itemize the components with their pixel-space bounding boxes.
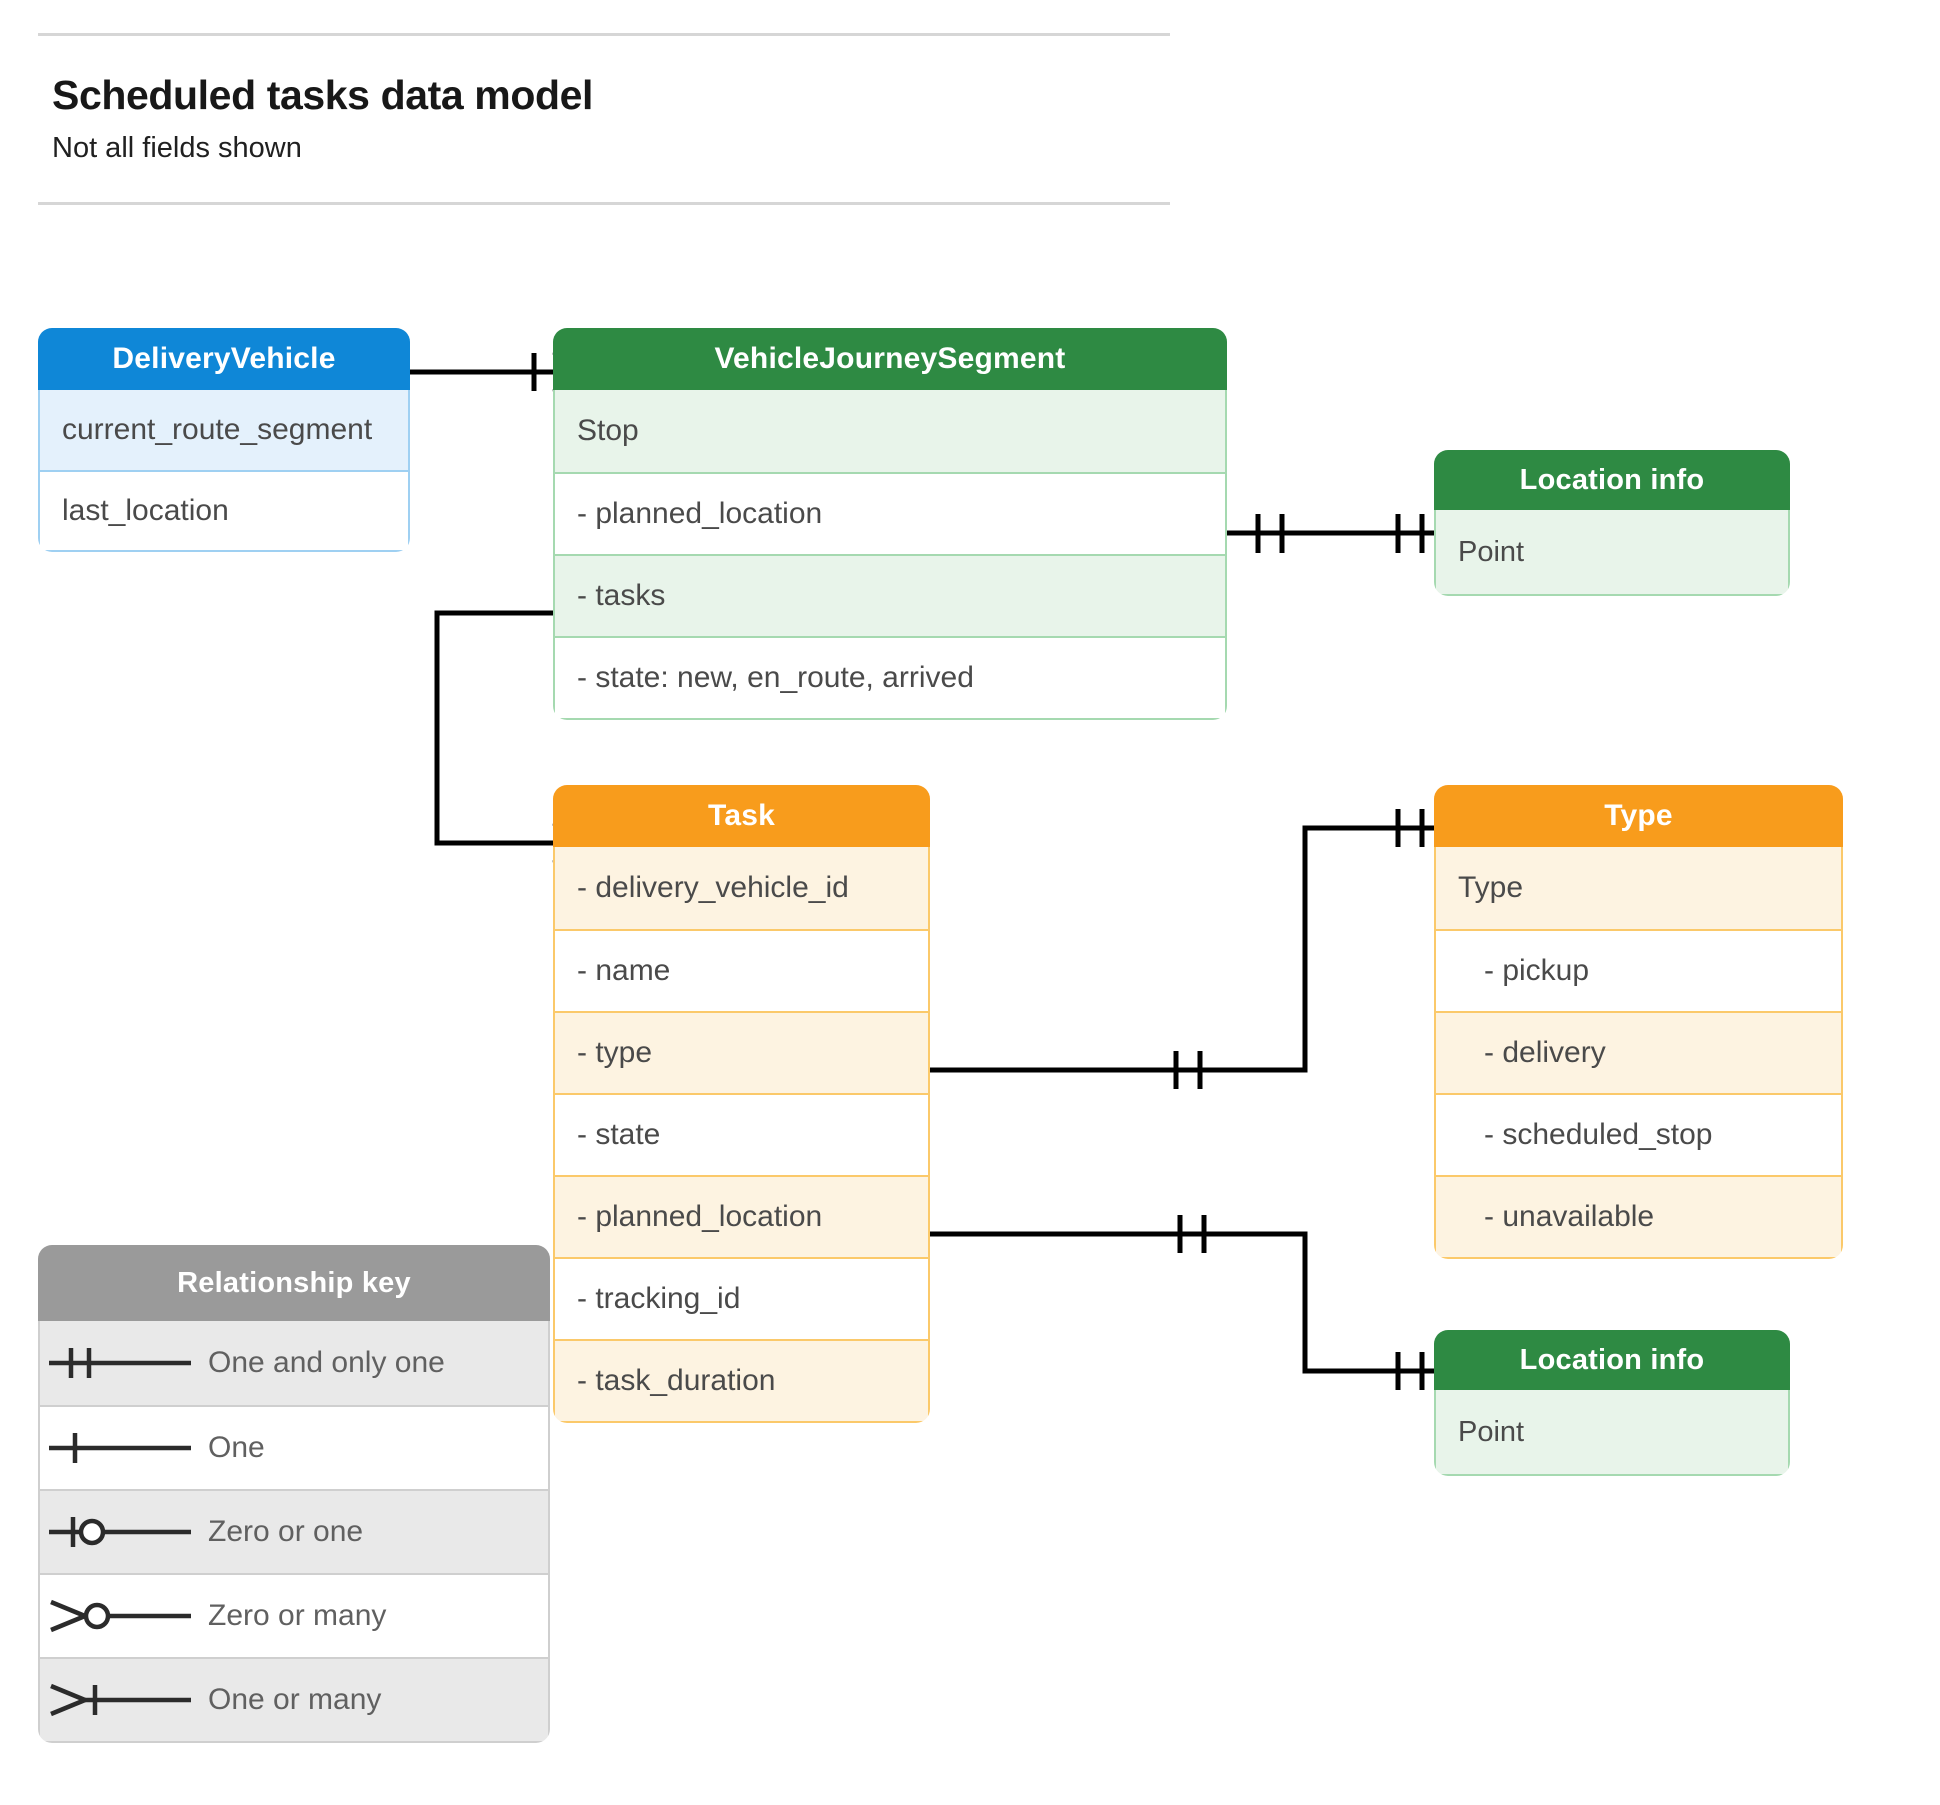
entity-row[interactable]: Type [1436, 847, 1841, 929]
entity-row[interactable]: - type [555, 1011, 928, 1093]
legend-item-one[interactable]: One [40, 1405, 548, 1489]
legend-item-one-and-only-one[interactable]: One and only one [40, 1321, 548, 1405]
entity-body-vehiclejourneysegment: Stop - planned_location - tasks - state:… [553, 390, 1227, 720]
entity-row[interactable]: - state [555, 1093, 928, 1175]
page-title: Scheduled tasks data model [52, 72, 593, 118]
entity-row[interactable]: - scheduled_stop [1436, 1093, 1841, 1175]
legend-title: Relationship key [38, 1245, 550, 1321]
header-rule-bottom [38, 202, 1170, 205]
entity-row[interactable]: - pickup [1436, 929, 1841, 1011]
connector-path-type [930, 825, 1434, 1073]
entity-row[interactable]: - delivery_vehicle_id [555, 847, 928, 929]
legend-item-one-or-many[interactable]: One or many [40, 1657, 548, 1741]
legend-body: One and only one One [38, 1321, 550, 1743]
entity-row[interactable]: Stop [555, 390, 1225, 472]
entity-locationinfo-top[interactable]: Location info Point [1434, 450, 1790, 596]
entity-body-locationinfo-top: Point [1434, 510, 1790, 596]
legend-label: Zero or one [208, 1515, 364, 1548]
legend-label: Zero or many [208, 1599, 387, 1632]
entity-body-task: - delivery_vehicle_id - name - type - st… [553, 847, 930, 1423]
zero-or-many-icon [40, 1595, 200, 1637]
entity-title-task: Task [553, 785, 930, 847]
legend-label: One and only one [208, 1346, 445, 1379]
entity-deliveryvehicle[interactable]: DeliveryVehicle current_route_segment la… [38, 328, 410, 552]
one-and-only-one-icon [40, 1342, 200, 1384]
entity-row[interactable]: - planned_location [555, 472, 1225, 554]
legend-label: One [208, 1431, 265, 1464]
entity-title-type: Type [1434, 785, 1843, 847]
zero-or-one-icon [40, 1511, 200, 1553]
entity-task[interactable]: Task - delivery_vehicle_id - name - type… [553, 785, 930, 1423]
header-rule-top [38, 33, 1170, 36]
entity-title-locationinfo-bottom: Location info [1434, 1330, 1790, 1390]
connector-path-tasks-task [434, 610, 553, 846]
entity-title-locationinfo-top: Location info [1434, 450, 1790, 510]
entity-row[interactable]: current_route_segment [40, 390, 408, 470]
entity-row[interactable]: - unavailable [1436, 1175, 1841, 1257]
entity-type[interactable]: Type Type - pickup - delivery - schedule… [1434, 785, 1843, 1259]
entity-row[interactable]: last_location [40, 470, 408, 550]
entity-row[interactable]: - tasks [555, 554, 1225, 636]
entity-title-deliveryvehicle: DeliveryVehicle [38, 328, 410, 390]
entity-vehiclejourneysegment[interactable]: VehicleJourneySegment Stop - planned_loc… [553, 328, 1227, 720]
entity-row[interactable]: Point [1436, 510, 1788, 594]
entity-row[interactable]: - state: new, en_route, arrived [555, 636, 1225, 718]
entity-body-locationinfo-bottom: Point [1434, 1390, 1790, 1476]
connector-path-loc-bottom [930, 1231, 1434, 1374]
legend-item-zero-or-many[interactable]: Zero or many [40, 1573, 548, 1657]
entity-row[interactable]: - name [555, 929, 928, 1011]
one-or-many-icon [40, 1679, 200, 1721]
entity-title-vehiclejourneysegment: VehicleJourneySegment [553, 328, 1227, 390]
entity-body-deliveryvehicle: current_route_segment last_location [38, 390, 410, 552]
entity-row[interactable]: - tracking_id [555, 1257, 928, 1339]
one-icon [40, 1427, 200, 1469]
entity-row[interactable]: - delivery [1436, 1011, 1841, 1093]
legend-relationship-key[interactable]: Relationship key One and only one [38, 1245, 550, 1743]
legend-label: One or many [208, 1683, 382, 1716]
entity-body-type: Type - pickup - delivery - scheduled_sto… [1434, 847, 1843, 1259]
entity-locationinfo-bottom[interactable]: Location info Point [1434, 1330, 1790, 1476]
page-subtitle: Not all fields shown [52, 132, 302, 164]
legend-item-zero-or-one[interactable]: Zero or one [40, 1489, 548, 1573]
entity-row[interactable]: - planned_location [555, 1175, 928, 1257]
entity-row[interactable]: Point [1436, 1390, 1788, 1474]
entity-row[interactable]: - task_duration [555, 1339, 928, 1421]
